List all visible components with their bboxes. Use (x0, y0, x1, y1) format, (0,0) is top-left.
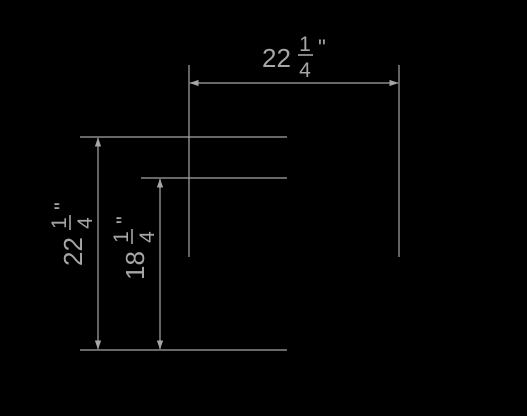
outer-height-label: 22 1 4 " (48, 202, 97, 266)
width-label-denominator: 4 (299, 59, 311, 82)
inner-height-label: 18 1 4 " (110, 216, 159, 280)
width-label-whole: 22 (262, 43, 291, 73)
inner-height-label-unit: " (112, 216, 137, 224)
outer-height-label-unit: " (50, 202, 75, 210)
inner-height-label-denominator: 4 (136, 231, 159, 243)
outer-height-label-whole: 22 (58, 237, 88, 266)
outer-height-label-numerator: 1 (48, 217, 71, 229)
width-label-numerator: 1 (299, 33, 311, 56)
width-label-unit: " (318, 35, 326, 60)
width-label: 22 1 4 " (262, 33, 326, 82)
outer-height-label-denominator: 4 (74, 217, 97, 229)
inner-height-label-numerator: 1 (110, 231, 133, 243)
inner-height-label-whole: 18 (120, 251, 150, 280)
